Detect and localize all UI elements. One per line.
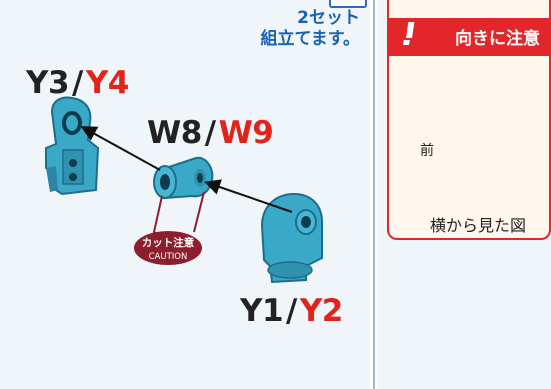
- part-y1-y2-illustration: [260, 192, 323, 284]
- cut-caution-en: CAUTION: [149, 252, 188, 262]
- part-y3-y4-illustration: [45, 96, 100, 196]
- sets-text: 2セット: [297, 8, 360, 28]
- top-tab-marker: [329, 0, 367, 8]
- arrow-to-w8: [204, 179, 293, 213]
- part-code-w8: W8: [147, 115, 202, 151]
- part-code-y2: Y2: [299, 293, 344, 329]
- caution-pointer-left: [152, 195, 163, 237]
- set-count-note: 2セット 組立てます。: [250, 8, 360, 50]
- panel-divider-line: [373, 0, 375, 389]
- part-code-y3: Y3: [26, 65, 70, 101]
- side-view-caption: 横から見た図: [430, 216, 527, 235]
- separator: /: [72, 65, 83, 101]
- part-label-y3-y4: Y3/Y4: [26, 66, 129, 100]
- part-code-y4: Y4: [85, 65, 130, 101]
- caution-pointer-right: [193, 191, 205, 233]
- cut-caution-ja: カット注意: [142, 236, 195, 249]
- part-code-w9: W9: [218, 115, 274, 151]
- separator: /: [286, 293, 297, 329]
- part-label-y1-y2: Y1/Y2: [240, 294, 343, 328]
- separator: /: [204, 115, 216, 151]
- exclamation-warning-icon: [392, 18, 425, 48]
- cut-caution-badge: [134, 231, 202, 265]
- part-code-y1: Y1: [240, 293, 284, 329]
- caution-title: 向きに注意: [455, 29, 540, 49]
- arrow-to-y3: [80, 126, 161, 171]
- front-label: 前: [420, 143, 434, 159]
- part-label-w8-w9: W8/W9: [147, 115, 274, 151]
- assemble-text: 組立てます。: [260, 29, 360, 49]
- part-w8-w9-illustration: [153, 156, 214, 200]
